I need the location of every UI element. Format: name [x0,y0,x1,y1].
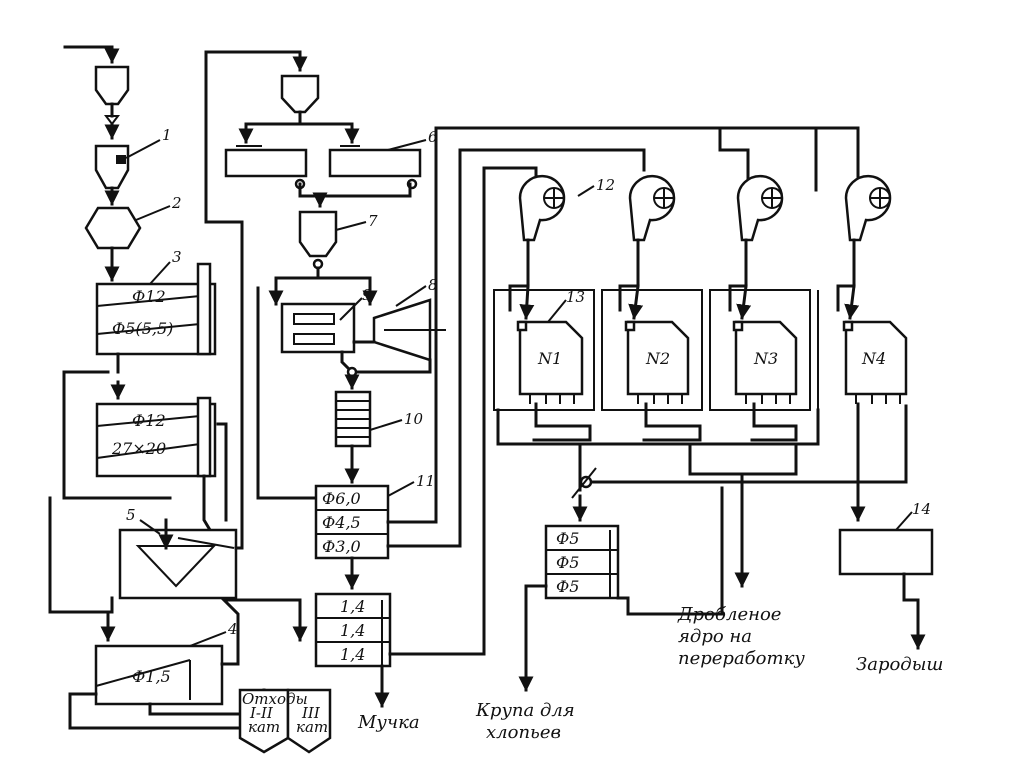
label-num-10: 10 [404,410,424,428]
leader-3 [149,261,171,285]
unit-n4: N4 [842,320,908,404]
sieve-label: Ф12 [132,411,166,430]
leader-11 [387,481,415,497]
unit-14: 14 [838,500,934,576]
output-groats: хлопьев [486,722,561,743]
label-num-2: 2 [171,194,182,212]
label-num-3: 3 [172,248,182,266]
leader-5 [139,519,161,535]
sieve-label: Ф5 [556,553,579,572]
degerminators-13: N1 13 N2 N3 N4 [516,288,908,404]
sieve-label: Ф4,5 [322,513,361,532]
label-num-7: 7 [368,212,378,230]
leader-7 [335,221,367,231]
separator-second: Ф12 27×20 [95,396,217,478]
leader-9 [339,297,363,321]
label-num-13: 13 [566,288,585,306]
unit-label: N1 [537,349,562,368]
sieve-label: 1,4 [340,645,365,664]
leader-1 [125,139,161,159]
label-num-9: 9 [362,286,372,304]
fans-12: 12 [518,174,892,242]
leader-2 [135,205,171,221]
separator-4: Ф1,5 4 [94,620,238,706]
leader-13 [547,299,567,323]
output-groats: Крупа для [475,700,575,721]
waste-label: кат [248,718,280,736]
output-crushed: Дробленое [677,604,781,625]
sieve-label: 1,4 [340,597,365,616]
right-side: 12 N1 13 N2 [386,126,943,743]
unit-label: N2 [645,349,670,368]
waste-label: кат [296,718,328,736]
waste-bins: Отходы I-II кат III кат [238,688,332,754]
hopper-7 [298,210,338,258]
label-num-1: 1 [162,126,172,144]
sorter-1-4: 1,4 1,4 1,4 [314,592,392,668]
output-crushed: ядро на [678,626,752,647]
huller-9: 9 [280,286,372,354]
left-column: 1 2 Ф12 Ф5(5,5) 3 Ф12 27×20 [48,45,332,754]
unit-n1: N1 13 [516,288,585,404]
sieve-label: Ф3,0 [322,537,361,556]
leader-14 [895,511,913,531]
leader-12 [577,185,595,197]
output-flour: Мучка [357,712,420,733]
machine-10: 10 [334,390,424,448]
feeder-valve [104,115,120,126]
magnet-separator [94,144,130,190]
unit-label: N3 [753,349,778,368]
leader-6 [387,139,427,151]
aspirator-5: 5 [118,506,238,600]
label-num-8: 8 [428,276,438,294]
sieve-label: Ф5 [556,577,579,596]
waste-label: III [301,704,321,722]
sieve-label: 1,4 [340,621,365,640]
sieve-label: Ф1,5 [132,667,171,686]
label-num-14: 14 [912,500,931,518]
leader-4 [189,631,227,647]
sieve-label: Ф5 [556,529,579,548]
label-num-6: 6 [428,128,438,146]
sieve-label: Ф5(5,5) [112,319,173,338]
unit-n2: N2 [624,320,690,404]
label-num-11: 11 [416,472,435,490]
waste-label: Отходы [242,690,308,708]
scales-6: 6 [224,128,438,190]
leader-8 [395,285,427,307]
output-germ: Зародыш [856,654,943,675]
separator-3: Ф12 Ф5(5,5) 3 [95,248,217,356]
unit-n3: N3 [732,320,798,404]
middle-column: 6 7 9 8 [224,74,446,733]
sieve-label: Ф6,0 [322,489,361,508]
waste-label: I-II [249,704,274,722]
scale-hexagon [84,206,142,250]
feed-line [63,45,120,64]
hopper-top-middle [280,74,320,114]
unit-label: N4 [861,349,886,368]
output-crushed: переработку [678,648,805,669]
sieve-label: 27×20 [111,439,166,458]
sieve-label: Ф12 [132,287,166,306]
sorter-f5: Ф5 Ф5 Ф5 [544,524,620,600]
label-num-12: 12 [596,176,615,194]
label-num-4: 4 [227,620,238,638]
label-num-5: 5 [126,506,136,524]
leader-10 [369,419,403,431]
hopper-1 [94,65,130,106]
